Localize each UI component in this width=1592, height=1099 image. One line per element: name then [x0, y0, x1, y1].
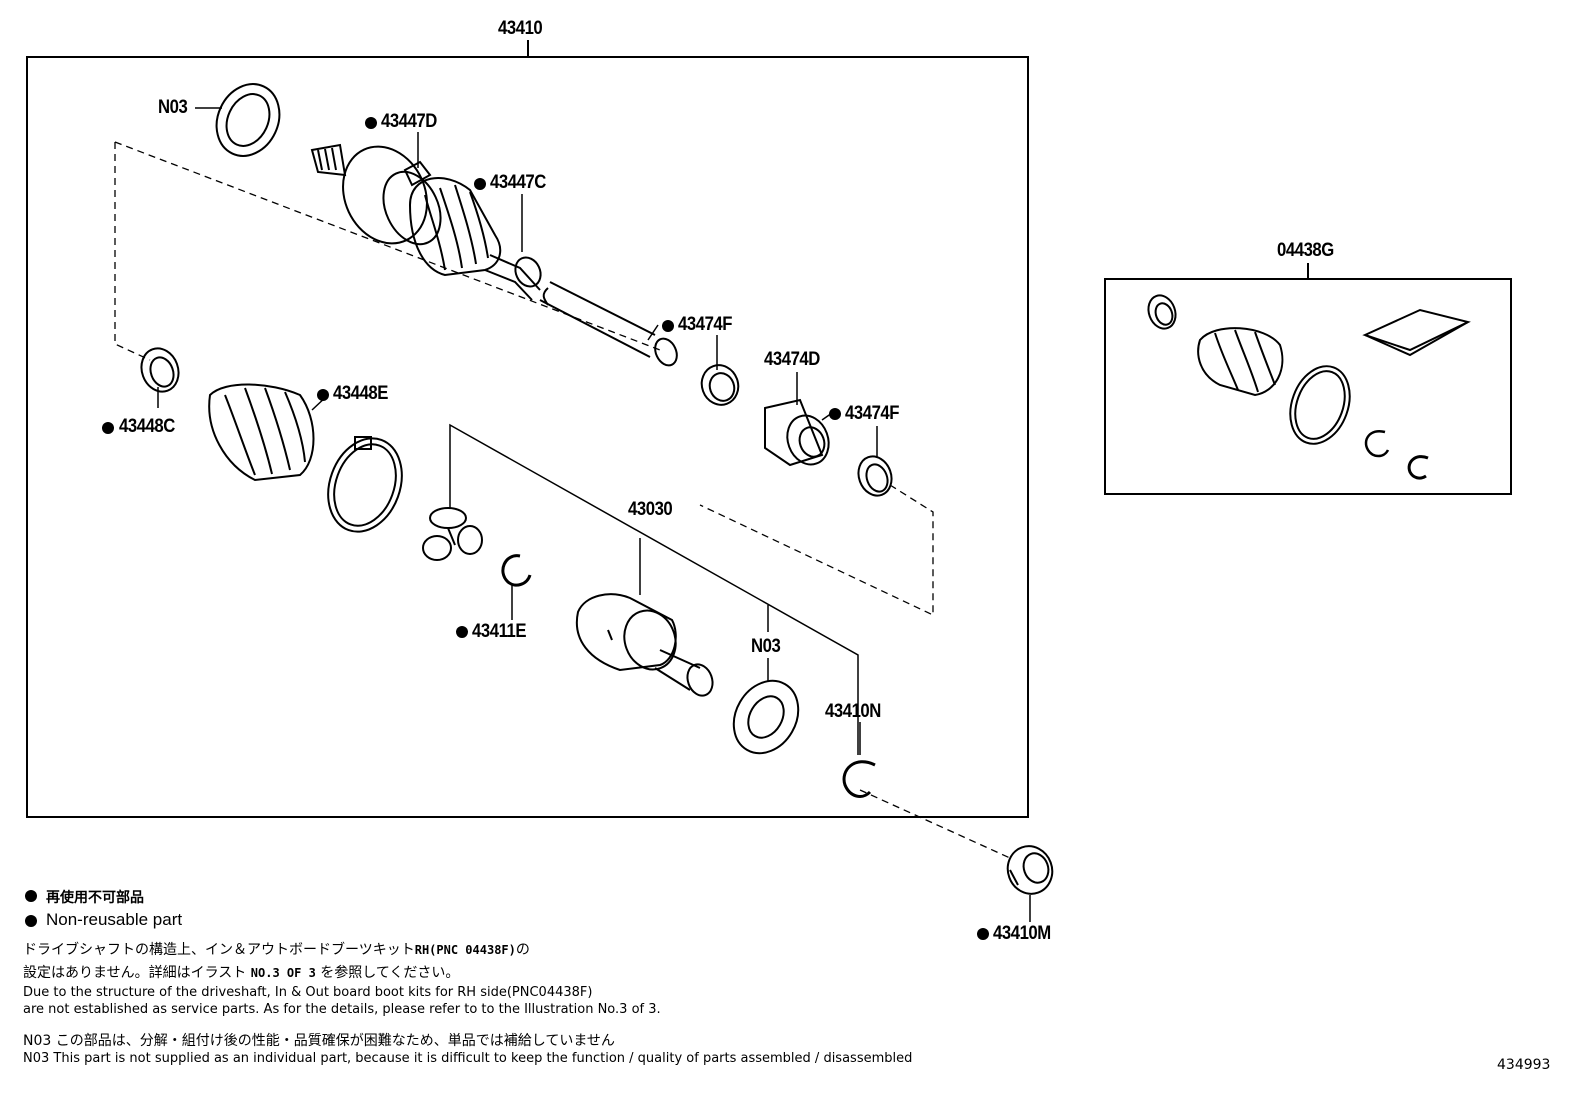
inner-joint-bracket	[449, 423, 859, 755]
note-en-line2: are not established as service parts. As…	[23, 1002, 661, 1017]
note-jp-line2-end: を参照してください。	[320, 965, 460, 981]
shaft-clamp-ring	[700, 364, 740, 406]
outboard-joint	[310, 143, 442, 246]
label-main-assembly: 43410	[498, 18, 543, 39]
seal-top-ring	[215, 83, 281, 157]
label-kit: 04438G	[1277, 240, 1334, 261]
note-en-line1: Due to the structure of the driveshaft, …	[23, 985, 593, 1000]
dashed-group-outline	[114, 142, 151, 361]
note-jp-line1-text: ドライブシャフトの構造上、イン＆アウトボードブーツキット	[23, 942, 415, 958]
label-clamp-outer-small: 43447C	[490, 172, 546, 193]
seal-bottom-ring	[732, 679, 800, 755]
label-bearing: 43410M	[993, 923, 1051, 944]
note-n03-en: N03 This part is not supplied as an indi…	[23, 1051, 913, 1066]
legend-en: Non-reusable part	[46, 910, 183, 929]
label-clamp-inner-big: 43448E	[333, 383, 389, 404]
label-snap-ring: 43411E	[472, 621, 527, 642]
label-clamp-damper: 43474F	[845, 403, 900, 424]
label-clamp-shaft: 43474F	[678, 314, 733, 335]
outboard-boot	[408, 177, 502, 277]
inboard-boot	[208, 383, 315, 482]
label-seal-bottom: N03	[751, 636, 781, 657]
dynamic-damper	[764, 398, 830, 467]
inboard-housing	[575, 593, 714, 697]
bearing	[1006, 845, 1054, 895]
kit-frame	[1104, 278, 1512, 495]
snap-ring	[501, 554, 532, 587]
note-jp-line2: 設定はありません。詳細はイラスト NO.3 OF 3 を参照してください。	[23, 962, 459, 982]
legend-jp: 再使用不可部品	[46, 890, 144, 906]
label-ring-bottom: 43410N	[825, 701, 881, 722]
note-jp-line2-text: 設定はありません。詳細はイラスト	[23, 965, 247, 981]
label-inboard-joint: 43030	[628, 499, 673, 520]
note-jp-line2-code: NO.3 OF 3	[250, 966, 316, 980]
inner-big-clamp	[327, 436, 403, 533]
illustration-id: 434993	[1497, 1057, 1551, 1073]
label-clamp-inner-small: 43448C	[119, 416, 175, 437]
label-seal-top: N03	[158, 97, 188, 118]
damper-clamp-ring	[857, 455, 893, 497]
tripod-joint	[422, 507, 483, 561]
note-jp-line1: ドライブシャフトの構造上、イン＆アウトボードブーツキットRH(PNC 04438…	[23, 939, 530, 959]
inner-small-clamp	[140, 347, 180, 393]
legend-bullet-jp	[25, 890, 37, 902]
kit-contents	[1147, 294, 1471, 480]
label-clamp-outer-big: 43447D	[381, 111, 437, 132]
note-jp-line1-code: RH(PNC 04438F)	[414, 943, 516, 957]
label-damper: 43474D	[764, 349, 820, 370]
legend-bullet-en	[25, 915, 37, 927]
drive-shaft	[484, 254, 678, 367]
note-n03-jp: N03 この部品は、分解・組付け後の性能・品質確保が困難なため、単品では補給して…	[23, 1033, 615, 1049]
note-jp-line1-end: の	[515, 942, 530, 958]
retaining-ring	[842, 760, 876, 798]
